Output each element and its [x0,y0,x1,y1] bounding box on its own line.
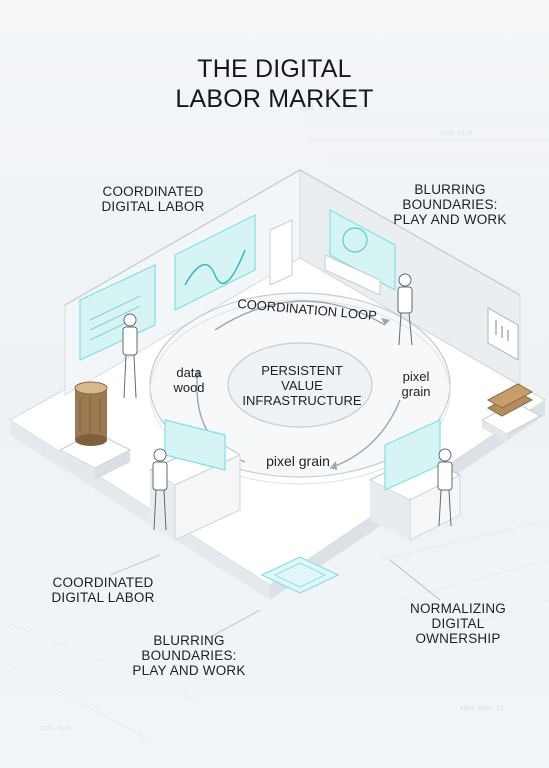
label-line: DIGITAL LABOR [101,198,205,214]
person-figure [397,273,413,346]
ring-center-label: PERSISTENT VALUE INFRASTRUCTURE [232,363,372,409]
shelf-top [269,219,381,296]
svg-text:0011 1001 11: 0011 1001 11 [460,705,504,712]
label-top-right: BLURRING BOUNDARIES: PLAY AND WORK [375,182,525,228]
label-line: PLAY AND WORK [393,211,507,227]
label-line: BLURRING [153,633,225,648]
title-line: THE DIGITAL [197,55,352,83]
label-bottom-right: NORMALIZING DIGITAL OWNERSHIP [383,601,533,647]
desk-screen [164,419,226,471]
svg-text:1010 0110: 1010 0110 [440,130,473,137]
person-figure [152,448,168,531]
label-line: INFRASTRUCTURE [242,392,362,408]
label-top-left: COORDINATED DIGITAL LABOR [78,184,228,215]
title-line: LABOR MARKET [175,84,374,113]
wood-planks [480,383,542,442]
wood-log-pedestal [58,381,132,480]
workstation-front-right [368,419,462,541]
label-line: COORDINATED [52,575,154,590]
ring-label-left: data wood [164,365,214,396]
label-line: VALUE [281,377,323,393]
person-figure [122,313,138,399]
wall-screen [174,214,256,311]
label-line: PERSISTENT [261,363,343,378]
label-bottom-center: BLURRING BOUNDARIES: PLAY AND WORK [114,633,264,679]
right-wall-screens [329,208,519,361]
label-line: BOUNDARIES: [141,647,237,663]
ring-label-right: pixel grain [391,369,441,400]
label-line: OWNERSHIP [415,630,501,646]
page-title: THE DIGITAL LABOR MARKET [0,55,549,114]
label-line: data [176,365,202,380]
label-line: COORDINATED [102,184,204,199]
label-line: NORMALIZING [410,601,506,616]
svg-text:1101 0101: 1101 0101 [40,725,73,732]
person-figure [437,448,453,527]
label-line: DIGITAL [431,615,485,631]
central-ring [149,292,451,485]
label-line: DIGITAL LABOR [51,589,155,605]
label-bottom-left: COORDINATED DIGITAL LABOR [28,575,178,606]
left-wall-screens [79,214,256,361]
ring-label-bottom: pixel grain [266,453,330,469]
workstation-front-left [148,419,242,541]
label-line: wood [173,379,205,395]
hologram-pad [260,556,340,594]
label-line: BLURRING [414,182,486,197]
label-line: PLAY AND WORK [132,662,246,678]
label-line: pixel [402,369,430,384]
label-line: BOUNDARIES: [402,196,498,212]
svg-text:0101 1101 0010 1011: 0101 1101 0010 1011 [300,105,369,112]
label-line: grain [401,383,431,399]
